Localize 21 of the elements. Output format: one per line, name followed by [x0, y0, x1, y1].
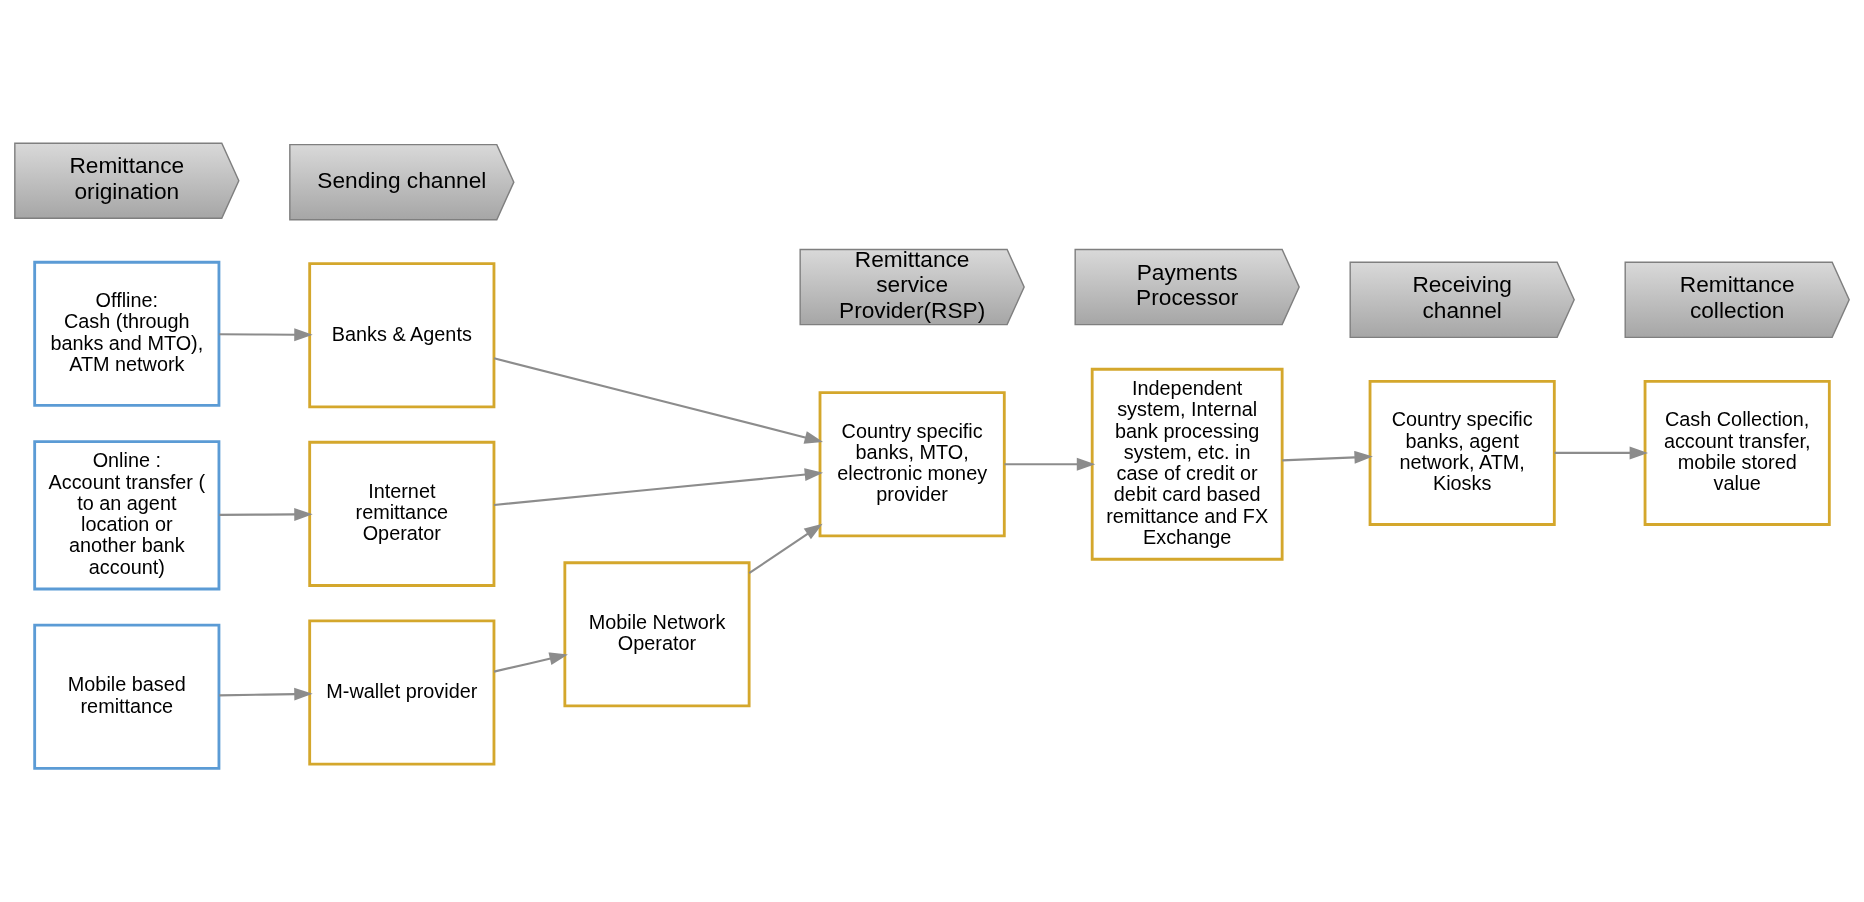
node-box: Mobile Network Operator: [563, 560, 751, 707]
node-box: Cash Collection, account transfer, mobile stored value: [1643, 379, 1831, 526]
arrow: [748, 523, 823, 574]
node-box: Offline: Cash (through banks and MTO), ATM network: [33, 260, 221, 407]
arrow: [493, 651, 568, 673]
arrow: [219, 327, 313, 341]
node-box: Internet remittance Operator: [308, 440, 496, 587]
node-box: Online : Account transfer ( to an agent location or another bank account): [33, 439, 221, 590]
arrow: [1554, 445, 1649, 459]
arrow: [219, 687, 313, 701]
arrow: [1282, 450, 1373, 464]
arrow: [493, 467, 824, 506]
node-box: M-wallet provider: [308, 619, 496, 765]
node-box: Country specific banks, agent network, ATM, Kiosks: [1368, 379, 1556, 526]
node-box: Country specific banks, MTO, electronic money provider: [818, 390, 1006, 537]
node-box: Independent system, Internal bank processing system, etc. in case of credit or debit card based remittance and FX Exchange: [1090, 367, 1284, 561]
arrow: [219, 507, 313, 521]
arrow: [493, 356, 824, 444]
node-box: Banks & Agents: [308, 261, 496, 408]
arrow: [1004, 457, 1096, 471]
node-box: Mobile based remittance: [33, 623, 221, 770]
